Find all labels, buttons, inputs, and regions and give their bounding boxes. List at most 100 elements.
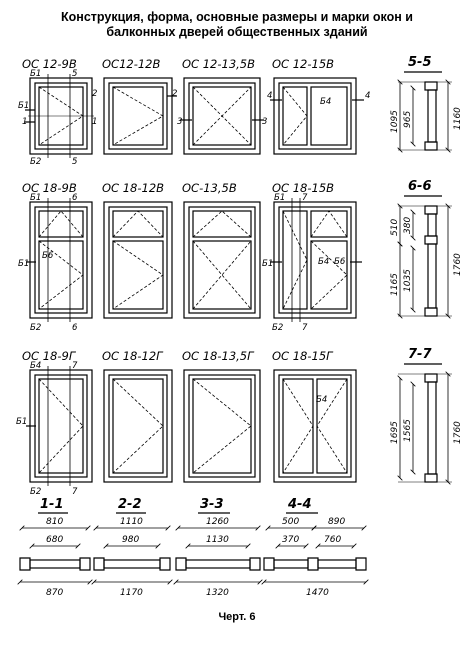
dim-500: 500 [282,517,299,527]
mark-4: 4 [267,91,272,101]
section-1-1-profile [20,512,90,582]
section-label-4-4: 4-4 [287,497,312,512]
mark-b1: Б1 [30,69,41,79]
mark-2: 2 [172,89,177,99]
title-line-2: балконных дверей общественных зданий [106,25,368,39]
label-oc-18-13-5g: ОС 18-13,5Г [182,349,255,363]
mark-7: 7 [72,487,78,497]
label-oc-12-12v: ОС12-12В [102,57,160,71]
section-6-6-profile [398,195,452,316]
mark-7: 7 [302,193,308,203]
mark-7: 7 [72,361,78,371]
dim-1095: 1095 [390,110,400,133]
label-oc-18-15g: ОС 18-15Г [272,349,334,363]
mark-b1: Б1 [30,193,41,203]
dim-680: 680 [46,535,63,545]
dim-1110: 1110 [120,517,143,527]
dim-1260: 1260 [206,517,229,527]
drawing-footer: Черт. 6 [218,611,256,623]
dim-1695: 1695 [390,421,400,444]
dim-510: 510 [390,219,400,236]
mark-6: 6 [72,193,78,203]
mark-b1: Б1 [16,417,27,427]
mark-3: 3 [177,117,182,127]
door-oc-18-13-5g [183,369,261,483]
label-oc-18-9v: ОС 18-9В [22,181,77,195]
door-oc-18-15g [273,369,357,483]
mark-4: 4 [365,91,370,101]
door-oc-18-12g [103,369,173,483]
dim-1165: 1165 [390,273,400,296]
mark-b4: Б4 [316,395,327,405]
mark-7: 7 [302,323,308,333]
window-oc-18-12v [103,201,173,319]
mark-5: 5 [72,157,77,167]
dim-1320: 1320 [206,588,229,598]
window-oc-12-9v [25,74,94,158]
window-oc-12-13-5v [180,77,264,155]
dim-1760: 1760 [453,421,463,444]
window-oc-13-5v [183,201,261,319]
label-oc-12-13-5v: ОС 12-13,5В [182,57,255,71]
section-7-7-profile [398,363,452,482]
section-3-3-profile [176,512,260,582]
dim-870: 870 [46,588,63,598]
mark-b6: Б6 [42,251,54,261]
window-oc-12-12v [103,77,177,155]
section-label-1-1: 1-1 [40,497,64,512]
mark-1: 1 [22,117,27,127]
label-oc-12-15v: ОС 12-15В [272,57,334,71]
dim-1760: 1760 [453,253,463,276]
mark-1: 1 [92,117,97,127]
dim-380: 380 [403,217,413,234]
label-oc-18-12v: ОС 18-12В [102,181,164,195]
dim-1035: 1035 [403,269,413,292]
dim-965: 965 [403,111,413,128]
mark-b2: Б2 [30,323,41,333]
mark-b1: Б1 [274,193,285,203]
title-line-1: Конструкция, форма, основные размеры и м… [61,10,413,24]
label-oc-18-9g: ОС 18-9Г [22,349,77,363]
mark-b2: Б2 [272,323,283,333]
label-oc-18-15v: ОС 18-15В [272,181,334,195]
dim-810: 810 [46,517,63,527]
mark-6: 6 [72,323,78,333]
label-oc-12-9v: ОС 12-9В [22,57,77,71]
section-4-4-profile [264,512,366,582]
mark-b4: Б4 [320,97,331,107]
dim-370: 370 [282,535,299,545]
dim-1130: 1130 [206,535,229,545]
dim-980: 980 [122,535,139,545]
mark-b4: Б4 [318,257,329,267]
section-label-6-6: 6-6 [408,179,432,194]
section-5-5-profile [398,71,452,150]
mark-5: 5 [72,69,77,79]
mark-b1: Б1 [18,259,29,269]
section-2-2-profile [94,512,170,582]
label-oc-13-5v: ОС-13,5В [182,181,237,195]
mark-b2: Б2 [30,157,41,167]
mark-b2: Б2 [30,487,41,497]
section-label-5-5: 5-5 [408,55,432,70]
dim-1160: 1160 [453,107,463,130]
dim-890: 890 [328,517,345,527]
section-label-3-3: 3-3 [200,497,224,512]
mark-b6: Б6 [334,257,346,267]
dim-760: 760 [324,535,341,545]
section-label-2-2: 2-2 [118,497,142,512]
window-oc-12-15v [270,77,364,155]
mark-3: 3 [262,117,267,127]
mark-b1: Б1 [262,259,273,269]
mark-2: 2 [92,89,97,99]
drawing-title: Конструкция, форма, основные размеры и м… [0,10,474,40]
window-oc-18-9v [26,198,93,322]
door-oc-18-9g [26,366,93,486]
section-label-7-7: 7-7 [408,347,432,362]
window-oc-18-15v [270,198,362,322]
mark-b1: Б1 [18,101,29,111]
label-oc-18-12g: ОС 18-12Г [102,349,164,363]
dim-1565: 1565 [403,419,413,442]
mark-b4: Б4 [30,361,41,371]
dim-1470: 1470 [306,588,329,598]
